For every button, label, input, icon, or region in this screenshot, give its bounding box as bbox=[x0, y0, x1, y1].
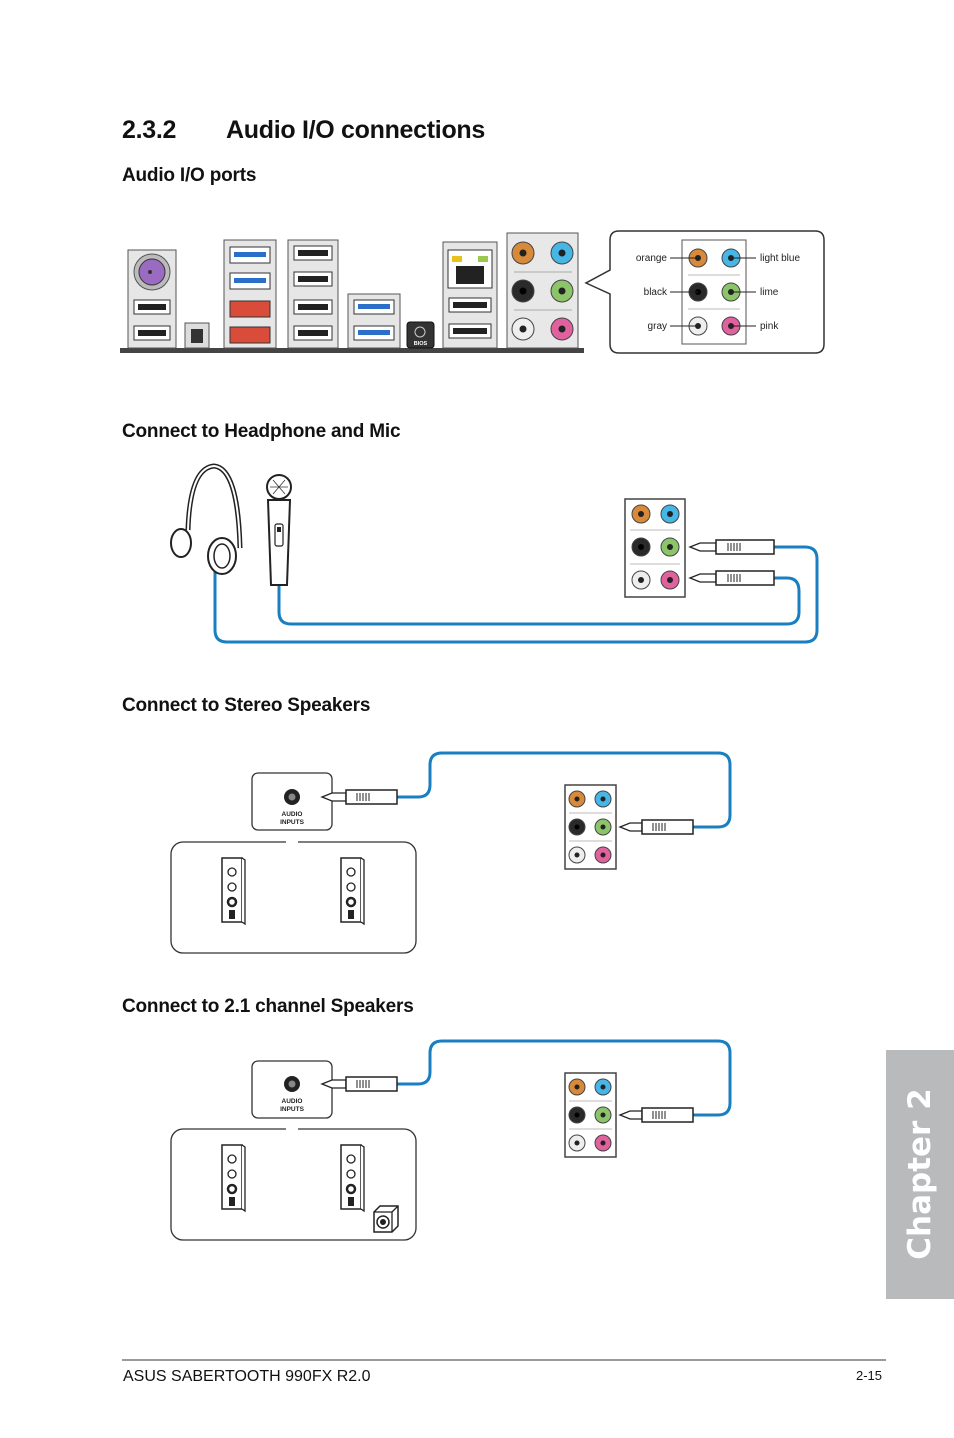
section-number: 2.3.2 bbox=[122, 116, 177, 144]
footer-product: ASUS SABERTOOTH 990FX R2.0 bbox=[123, 1368, 371, 1385]
headphone-icon bbox=[170, 463, 243, 575]
rear-io-panel: BIOS bbox=[120, 232, 584, 353]
subheading-headphone-mic: Connect to Headphone and Mic bbox=[122, 421, 401, 442]
microphone-icon bbox=[266, 474, 292, 586]
label-black: black bbox=[644, 287, 668, 298]
footer-divider bbox=[122, 1359, 886, 1361]
label-pink: pink bbox=[760, 321, 779, 332]
speaker-icon bbox=[340, 857, 365, 926]
stereo-speakers-diagram: AUDIO INPUTS bbox=[170, 751, 732, 954]
footer-page-number: 2-15 bbox=[856, 1368, 883, 1383]
speaker-icon bbox=[221, 1144, 246, 1213]
label-orange: orange bbox=[636, 253, 668, 264]
audio-inputs-label-line1: AUDIO bbox=[282, 1098, 303, 1105]
subheading-21-speakers: Connect to 2.1 channel Speakers bbox=[122, 996, 414, 1017]
audio-inputs-label-line2: INPUTS bbox=[280, 819, 305, 826]
headphone-mic-diagram bbox=[170, 463, 819, 644]
speakers-21-diagram: AUDIO INPUTS bbox=[170, 1039, 732, 1241]
plug-icon bbox=[618, 819, 694, 835]
plug-icon bbox=[688, 570, 775, 586]
subheading-stereo-speakers: Connect to Stereo Speakers bbox=[122, 695, 371, 716]
section-heading: 2.3.2 Audio I/O connections bbox=[122, 116, 485, 145]
plug-icon bbox=[688, 539, 775, 555]
section-title: Audio I/O connections bbox=[226, 116, 485, 144]
label-light-blue: light blue bbox=[760, 253, 800, 264]
plug-icon bbox=[320, 1076, 398, 1092]
audio-port-callout: orange black gray light blue lime pink bbox=[584, 230, 825, 354]
plug-icon bbox=[320, 789, 398, 805]
chapter-tab-label: Chapter 2 bbox=[902, 1088, 938, 1260]
subwoofer-icon bbox=[373, 1205, 399, 1233]
chapter-tab: Chapter 2 bbox=[886, 1050, 954, 1299]
bios-button-label: BIOS bbox=[414, 341, 428, 347]
label-gray: gray bbox=[648, 321, 667, 332]
speaker-icon bbox=[340, 1144, 365, 1213]
label-lime: lime bbox=[760, 287, 779, 298]
subheading-ports: Audio I/O ports bbox=[122, 165, 257, 186]
audio-inputs-label-line2: INPUTS bbox=[280, 1106, 305, 1113]
speaker-icon bbox=[221, 857, 246, 926]
plug-icon bbox=[618, 1107, 694, 1123]
audio-inputs-label-line1: AUDIO bbox=[282, 811, 303, 818]
